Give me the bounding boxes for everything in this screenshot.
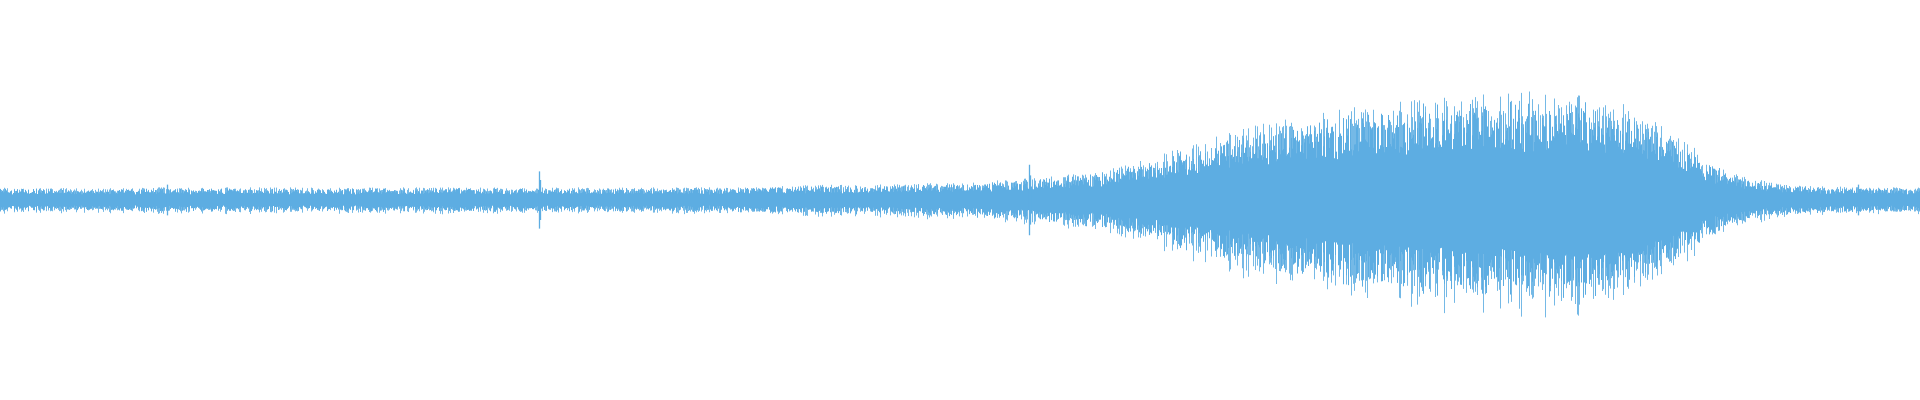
- waveform-peaks: [0, 91, 1920, 318]
- waveform-transients: [166, 164, 1861, 236]
